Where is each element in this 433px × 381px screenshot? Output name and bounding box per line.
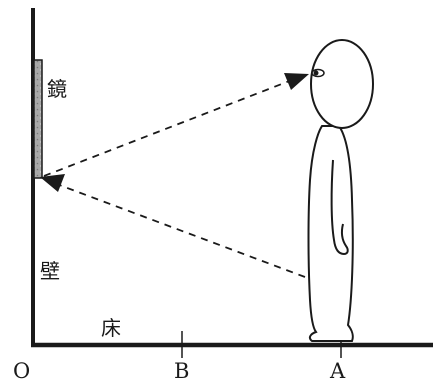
- person-arm: [330, 159, 349, 256]
- person-body: [307, 125, 354, 342]
- label-point-a: A: [329, 359, 346, 381]
- label-point-b: B: [174, 359, 189, 381]
- label-point-o: O: [13, 359, 30, 381]
- person-figure: [307, 39, 374, 342]
- arrowhead-at-eye: [284, 73, 309, 90]
- label-mirror: 鏡: [47, 77, 67, 101]
- mirror: [33, 59, 43, 179]
- label-wall: 壁: [40, 259, 60, 283]
- person-pupil: [313, 70, 319, 76]
- arrowhead-at-mirror: [40, 174, 65, 192]
- ray-feet-to-mirror: [53, 182, 306, 278]
- label-floor: 床: [101, 316, 121, 340]
- ray-mirror-to-eye: [43, 79, 293, 177]
- person-head: [310, 39, 374, 129]
